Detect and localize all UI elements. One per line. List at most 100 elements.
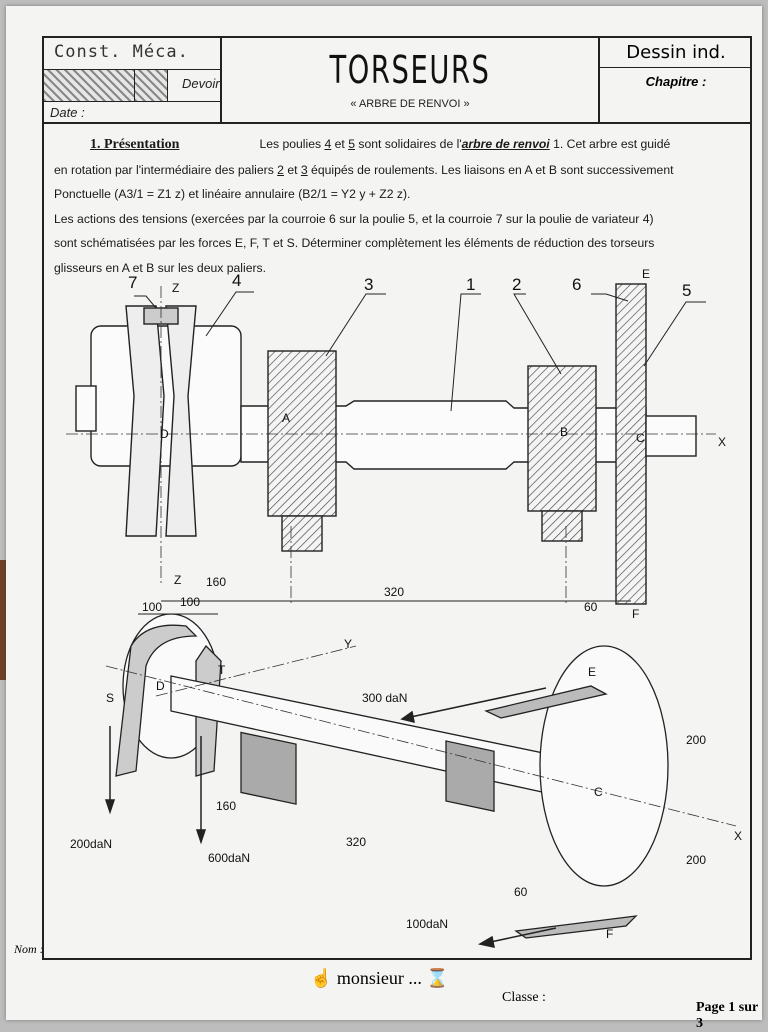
label-e-iso: E xyxy=(588,665,596,679)
bearing-base-a xyxy=(281,515,323,552)
dim-320-iso: 320 xyxy=(346,835,366,849)
motto-text: monsieur ... xyxy=(336,968,422,988)
label-part-3: 3 xyxy=(364,275,373,294)
paragraph-line: en rotation par l'intermédiaire des pali… xyxy=(54,158,744,183)
hatched-cell xyxy=(44,70,135,101)
header-right-block: Dessin ind. Chapitre : xyxy=(598,38,752,122)
label-t-iso: T xyxy=(218,663,226,677)
iso-pulley-c xyxy=(539,645,669,887)
paragraph-line: Les actions des tensions (exercées par l… xyxy=(54,211,654,226)
label-part-5: 5 xyxy=(682,281,691,300)
iso-belt-f xyxy=(514,915,638,939)
name-field-label: Nom : xyxy=(14,942,44,956)
leader-7 xyxy=(134,295,157,309)
date-label: Date : xyxy=(50,105,85,120)
dim-100-left: 100 xyxy=(142,600,162,614)
paragraph-line: Ponctuelle (A3/1 = Z1 z) et linéaire ann… xyxy=(54,187,411,201)
label-part-6: 6 xyxy=(572,275,581,294)
belt-groove xyxy=(125,305,165,537)
label-part-1: 1 xyxy=(466,275,475,294)
paragraph-line: sont schématisées par les forces E, F, T… xyxy=(54,236,655,250)
label-s-iso: S xyxy=(106,691,114,705)
text-fragment: 1. Cet arbre est guidé xyxy=(549,137,671,151)
devoir-row: Devoir xyxy=(44,70,220,102)
course-name: Const. Méca. xyxy=(44,38,220,70)
label-d-section: D xyxy=(160,427,169,441)
technical-drawing: 7 4 3 1 2 6 5 Z D A B C X E F Z 160 320 … xyxy=(66,267,742,948)
label-x-section: X xyxy=(718,435,726,449)
force-f-label: 100daN xyxy=(406,917,448,931)
text-fragment: et xyxy=(283,162,301,177)
text-fragment: Les poulies xyxy=(259,137,325,151)
force-s-head xyxy=(104,799,116,815)
page-subtitle: « ARBRE DE RENVOI » xyxy=(350,98,470,110)
dim-200-upper: 200 xyxy=(686,733,706,747)
paragraph-line: 1. Présentation Les poulies 4 et 5 sont s… xyxy=(54,132,744,158)
label-x-iso: X xyxy=(734,829,742,843)
leader-4 xyxy=(205,291,254,337)
part-number: 4 xyxy=(324,137,332,151)
leader-2 xyxy=(513,293,562,375)
leader-1 xyxy=(450,293,481,412)
label-z-bottom: Z xyxy=(174,573,181,587)
paragraph-line: glisseurs en A et B sur les deux paliers… xyxy=(54,260,267,275)
force-f-arrow xyxy=(485,927,557,944)
iso-axis-y xyxy=(155,645,357,697)
page-title: TORSEURS xyxy=(329,48,491,92)
bearing-housing-b xyxy=(527,365,597,512)
dim-100-right: 100 xyxy=(180,595,200,609)
part-number: 5 xyxy=(348,137,355,151)
dim-200-lower: 200 xyxy=(686,853,706,867)
text-fragment: sont solidaires de l' xyxy=(354,137,462,151)
section-heading: 1. Présentation xyxy=(90,137,180,152)
iso-bearing-a xyxy=(240,731,297,805)
iso-bearing-b xyxy=(445,740,495,813)
leader-5 xyxy=(643,301,706,367)
dim-320-top: 320 xyxy=(384,585,404,599)
label-part-7: 7 xyxy=(128,273,137,292)
bearing-base-b xyxy=(541,510,583,542)
nut xyxy=(645,415,697,457)
emphasized-term: arbre de renvoi xyxy=(461,137,550,151)
class-field-label: Classe : xyxy=(502,990,546,1005)
leader-6 xyxy=(591,293,629,302)
label-d-iso: D xyxy=(156,679,165,693)
dim-60-top: 60 xyxy=(584,600,598,614)
dim-60-iso: 60 xyxy=(514,885,528,899)
force-e-arrow xyxy=(405,687,547,719)
part-number: 2 xyxy=(277,162,284,177)
hourglass-icon: ⌛ xyxy=(426,968,449,988)
label-e-section: E xyxy=(642,267,650,281)
label-f-section: F xyxy=(632,607,639,621)
dim-160-top: 160 xyxy=(206,575,226,589)
dim-160-iso: 160 xyxy=(216,799,236,813)
worksheet-page: Const. Méca. Devoir Date : TORSEURS « AR… xyxy=(6,6,762,1031)
chapitre-label: Chapitre : xyxy=(645,74,707,89)
shaft-end xyxy=(75,385,97,432)
label-part-2: 2 xyxy=(512,275,521,294)
label-a-section: A xyxy=(282,411,290,425)
hatched-cell xyxy=(135,70,168,101)
label-z-top: Z xyxy=(172,281,179,295)
text-fragment: équipés de roulements. Les liaisons en A… xyxy=(307,162,674,177)
label-c-iso: C xyxy=(594,785,603,799)
pointing-hand-icon: ☝ xyxy=(310,968,333,988)
header-title-block: TORSEURS « ARBRE DE RENVOI » xyxy=(222,38,598,122)
pulley-5 xyxy=(615,283,647,605)
page-frame: Const. Méca. Devoir Date : TORSEURS « AR… xyxy=(42,36,752,960)
text-fragment: et xyxy=(331,137,349,151)
label-part-4: 4 xyxy=(232,271,241,290)
document-type: Dessin ind. xyxy=(600,38,752,68)
force-s-label: 200daN xyxy=(70,837,112,851)
part-number: 3 xyxy=(300,162,308,177)
header-divider xyxy=(44,122,750,124)
force-e-label: 300 daN xyxy=(362,691,407,705)
bearing-housing-a xyxy=(267,350,337,517)
iso-belt-e xyxy=(484,685,608,719)
label-c-section: C xyxy=(636,431,645,445)
motto: ☝ monsieur ... ⌛ xyxy=(310,968,449,989)
force-f-head xyxy=(477,935,495,948)
label-f-iso: F xyxy=(606,927,613,941)
label-b-section: B xyxy=(560,425,568,439)
force-t-head xyxy=(195,829,207,845)
